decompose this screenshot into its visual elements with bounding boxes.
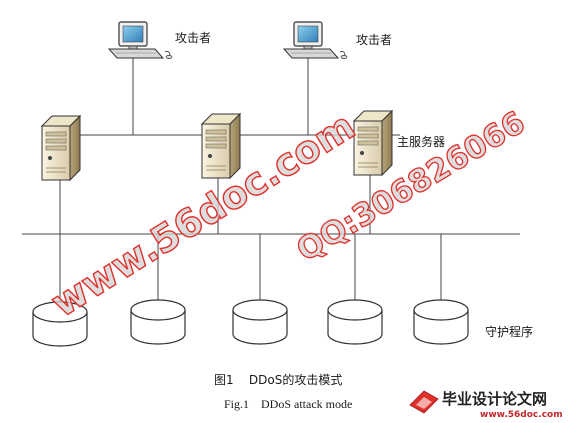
attacker-left-computer-icon	[108, 21, 173, 60]
attacker-right-label: 攻击者	[356, 33, 392, 47]
server-left-icon	[41, 115, 81, 181]
daemon-disk-icon	[130, 299, 186, 345]
brand-logo: 毕业设计论文网 www.56doc.com	[409, 390, 563, 420]
brand-name: 毕业设计论文网	[442, 390, 547, 408]
brand-url: www.56doc.com	[480, 410, 563, 420]
daemon-disk-icon	[413, 299, 469, 345]
attacker-left-label: 攻击者	[175, 31, 211, 45]
attacker-right-computer-icon	[283, 21, 348, 60]
daemon-disk-icon	[232, 299, 288, 345]
caption-english: Fig.1 DDoS attack mode	[224, 397, 352, 411]
daemon-label: 守护程序	[485, 324, 533, 339]
main-server-label: 主服务器	[397, 134, 445, 149]
caption-chinese: 图1 DDoS的攻击模式	[214, 372, 342, 387]
main-server-icon	[353, 110, 393, 176]
daemon-disk-icon	[327, 299, 383, 345]
